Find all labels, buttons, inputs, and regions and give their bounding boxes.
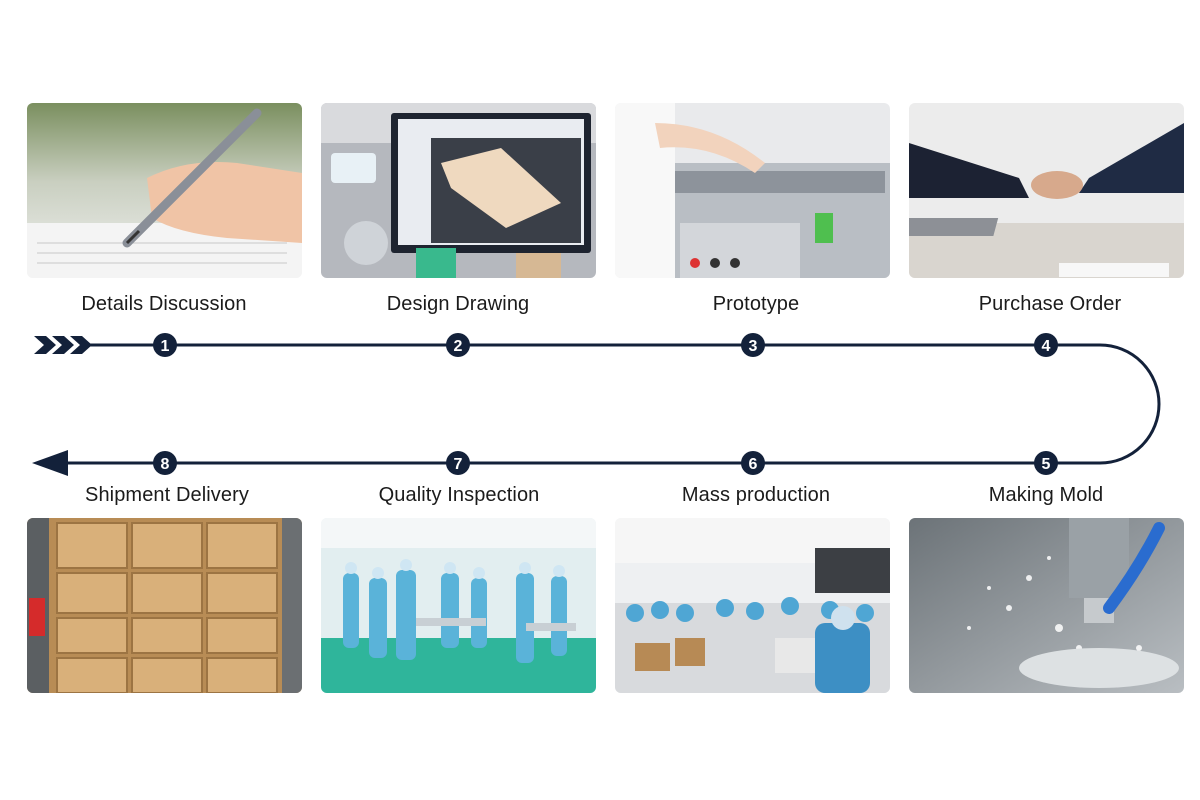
step-badge-3: 3	[741, 333, 765, 357]
step-label-6: Mass production	[606, 484, 906, 507]
start-chevrons	[34, 336, 92, 354]
step-number-6: 6	[749, 456, 758, 473]
step-number-3: 3	[749, 338, 758, 355]
step-badge-4: 4	[1034, 333, 1058, 357]
step-badge-6: 6	[741, 451, 765, 475]
step-badge-8: 8	[153, 451, 177, 475]
step-number-8: 8	[161, 456, 170, 473]
photo-making-mold	[909, 518, 1184, 693]
step-label-5: Making Mold	[896, 484, 1196, 507]
step-number-7: 7	[454, 456, 463, 473]
step-badge-7: 7	[446, 451, 470, 475]
step-badge-5: 5	[1034, 451, 1058, 475]
photo-mass-production	[615, 518, 890, 693]
step-number-5: 5	[1042, 456, 1051, 473]
step-number-2: 2	[454, 338, 463, 355]
step-badge-1: 1	[153, 333, 177, 357]
step-label-7: Quality Inspection	[309, 484, 609, 507]
step-badge-2: 2	[446, 333, 470, 357]
step-number-4: 4	[1042, 338, 1051, 355]
step-label-8: Shipment Delivery	[17, 484, 317, 507]
photo-quality-inspection	[321, 518, 596, 693]
timeline-path	[62, 345, 1159, 463]
end-arrow-icon	[32, 450, 68, 476]
photo-shipment-delivery	[27, 518, 302, 693]
step-number-1: 1	[161, 338, 170, 355]
